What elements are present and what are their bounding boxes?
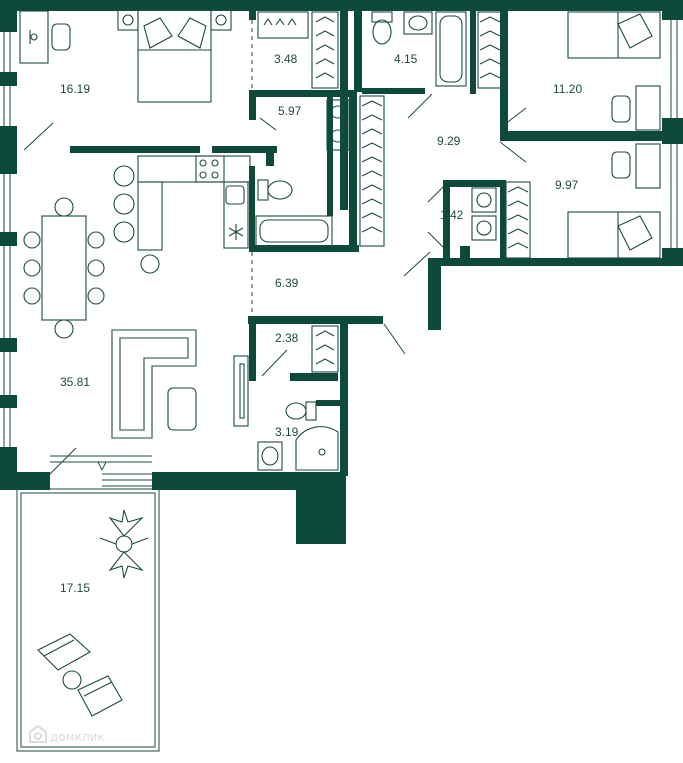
area-label-laundry: 1.42 bbox=[440, 208, 464, 222]
terrace-outline bbox=[16, 488, 160, 752]
area-labels: 16.19 3.48 4.15 11.20 5.97 9.29 9.97 1.4… bbox=[60, 52, 582, 595]
wardrobe-icon bbox=[257, 11, 339, 89]
area-label-bathroom-3: 3.19 bbox=[275, 425, 299, 439]
watermark: домклик bbox=[29, 724, 105, 744]
bathroom-3-fixtures bbox=[257, 401, 339, 471]
windows bbox=[3, 20, 678, 487]
domclick-logo-icon bbox=[29, 724, 47, 743]
washing-machine-icon bbox=[471, 187, 497, 241]
sofa-icon bbox=[111, 329, 249, 439]
area-label-bedroom-2: 11.20 bbox=[553, 82, 582, 96]
bed-icon bbox=[567, 11, 661, 131]
area-label-bathroom-2: 5.97 bbox=[278, 104, 302, 118]
dining-table-icon bbox=[23, 197, 105, 339]
area-label-dressing-1: 3.48 bbox=[274, 52, 298, 66]
door-swings bbox=[23, 20, 527, 477]
area-label-bedroom-3: 9.97 bbox=[555, 178, 579, 192]
watermark-text: домклик bbox=[50, 730, 105, 744]
area-label-bedroom-master: 16.19 bbox=[60, 82, 90, 96]
wardrobe-icon bbox=[311, 325, 339, 373]
kitchen-icon bbox=[113, 155, 251, 274]
bathroom-1-fixtures bbox=[371, 11, 503, 89]
bed-icon bbox=[505, 143, 661, 259]
area-label-closet: 2.38 bbox=[275, 331, 299, 345]
walls bbox=[0, 0, 683, 544]
area-label-hall: 9.29 bbox=[437, 134, 461, 148]
plant-icon bbox=[99, 509, 149, 579]
bathroom-2-fixtures bbox=[255, 95, 385, 247]
area-label-living-kitchen: 35.81 bbox=[60, 375, 90, 389]
sunbed-icon bbox=[37, 633, 123, 717]
master-bed-icon bbox=[117, 9, 232, 103]
area-label-bathroom-1: 4.15 bbox=[394, 52, 418, 66]
area-label-terrace: 17.15 bbox=[60, 581, 90, 595]
desk-icon bbox=[19, 10, 71, 64]
area-label-corridor: 6.39 bbox=[275, 276, 299, 290]
